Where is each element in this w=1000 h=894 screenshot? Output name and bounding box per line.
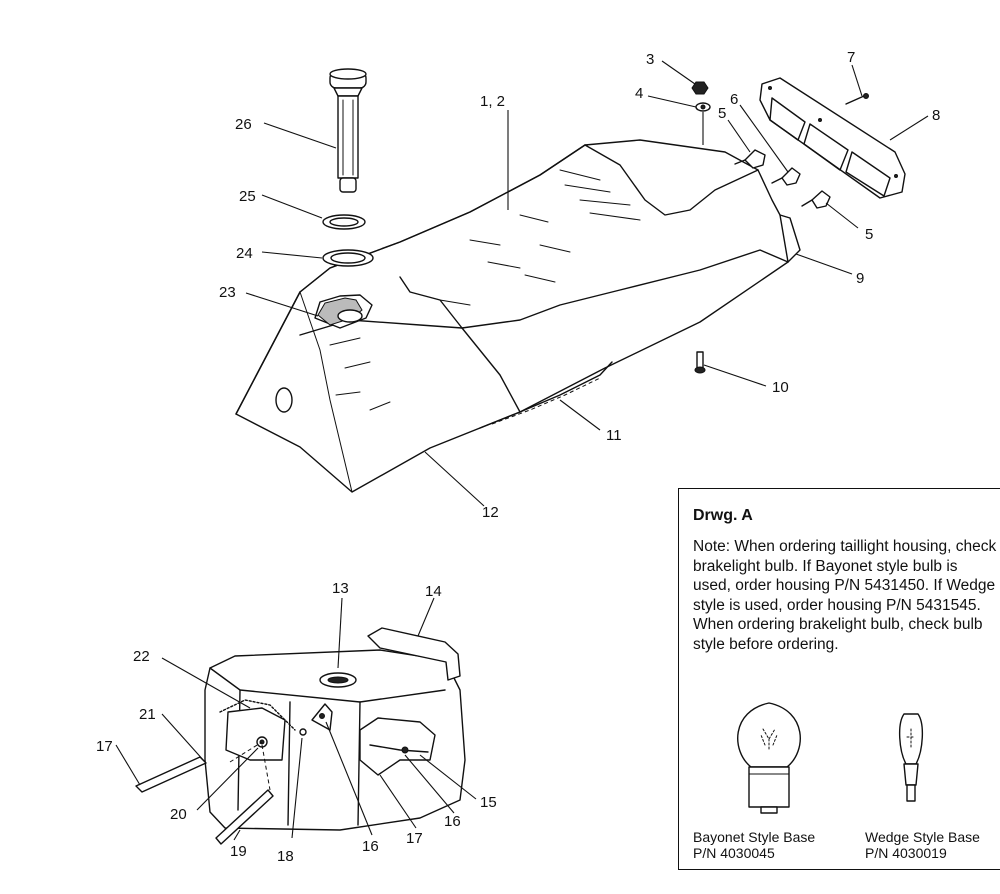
- callout-24: 24: [236, 245, 253, 262]
- callout-18: 18: [277, 848, 294, 865]
- callout-13: 13: [332, 580, 349, 597]
- callout-21: 21: [139, 706, 156, 723]
- callout-10: 10: [772, 379, 789, 396]
- callout-20: 20: [170, 806, 187, 823]
- wedge-bulb-icon: [899, 713, 923, 802]
- wedge-name: Wedge Style Base: [865, 829, 980, 845]
- callout-4: 4: [635, 85, 643, 102]
- callout-9: 9: [856, 270, 864, 287]
- callout-8: 8: [932, 107, 940, 124]
- wedge-caption: Wedge Style Base P/N 4030019: [865, 829, 980, 861]
- callout-22: 22: [133, 648, 150, 665]
- callout-25: 25: [239, 188, 256, 205]
- seat-assembly: [235, 139, 801, 493]
- bayonet-name: Bayonet Style Base: [693, 829, 816, 845]
- callout-7: 7: [847, 49, 855, 66]
- callout-17-left: 17: [96, 738, 113, 755]
- callout-26: 26: [235, 116, 252, 133]
- callout-5-upper: 5: [718, 105, 726, 122]
- note-title: Drwg. A: [693, 507, 753, 524]
- callout-16-upper: 16: [444, 813, 461, 830]
- fuel-tank: [135, 627, 466, 845]
- callout-23: 23: [219, 284, 236, 301]
- callout-17-right: 17: [406, 830, 423, 847]
- callout-15: 15: [480, 794, 497, 811]
- callout-12: 12: [482, 504, 499, 521]
- bayonet-bulb-icon: [737, 702, 801, 814]
- bulb-illustrations: [737, 702, 923, 814]
- callout-1-2: 1, 2: [480, 93, 505, 110]
- taillight-hardware: [691, 77, 906, 374]
- bayonet-caption: Bayonet Style Base P/N 4030045: [693, 829, 815, 861]
- callout-11: 11: [606, 427, 622, 444]
- bayonet-part-number: P/N 4030045: [693, 845, 775, 861]
- callout-labels: 26 25 24 23 1, 2 3 4 5 6 7 8 5 9 10 11 1…: [96, 49, 940, 865]
- callout-19: 19: [230, 843, 247, 860]
- callout-14: 14: [425, 583, 442, 600]
- wedge-part-number: P/N 4030019: [865, 845, 947, 861]
- note-text: Note: When ordering taillight housing, c…: [693, 538, 997, 653]
- drawing-a-note-panel: Drwg. A Note: When ordering taillight ho…: [678, 488, 1000, 870]
- callout-3: 3: [646, 51, 654, 68]
- callout-16-lower: 16: [362, 838, 379, 855]
- fuel-cap-and-gauge: [322, 68, 374, 267]
- leader-lines: [115, 60, 929, 841]
- callout-5-lower: 5: [865, 226, 873, 243]
- callout-6: 6: [730, 91, 738, 108]
